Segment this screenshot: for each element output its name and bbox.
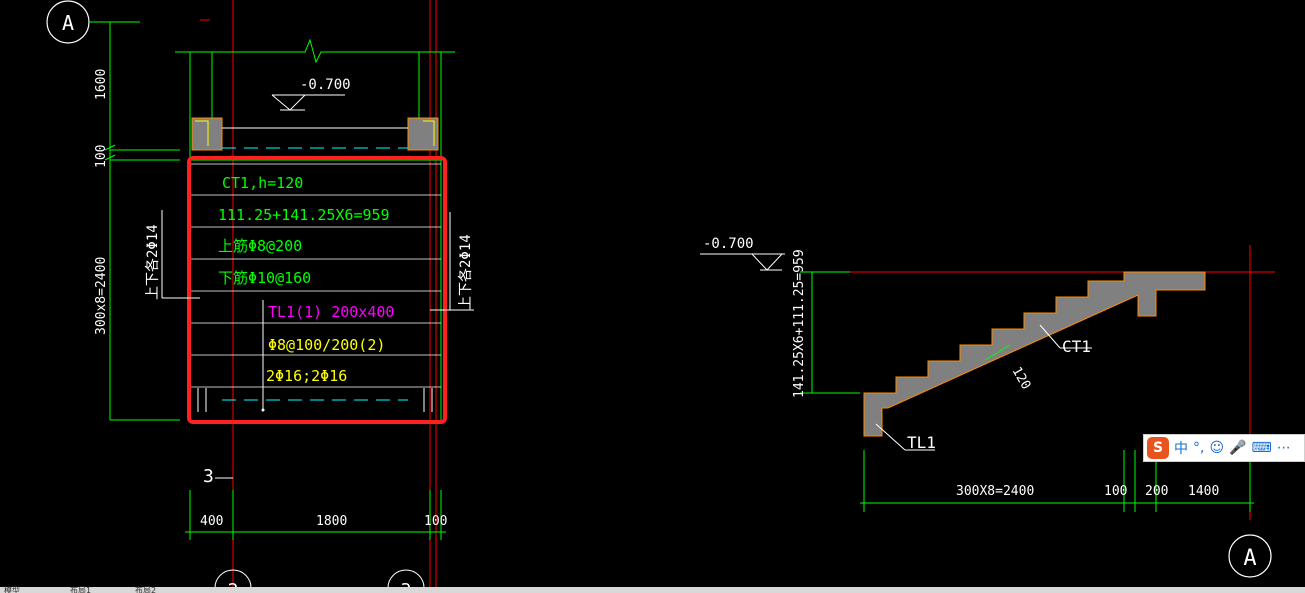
stair-number: 3 — [203, 466, 214, 487]
section-dim-a: 100 — [1104, 484, 1127, 499]
dim-bottom-left: 400 — [200, 514, 223, 529]
break-line — [175, 38, 455, 64]
dim-top: 1600 — [94, 69, 109, 100]
svg-text:A: A — [62, 11, 74, 35]
callout-line2: 111.25+141.25X6=959 — [218, 206, 390, 224]
ime-toolbar[interactable]: S 中 °, ☺ 🎤 ⌨ ⋯ — [1143, 434, 1305, 462]
thickness-dim-line — [984, 344, 1011, 361]
tab-model[interactable]: 模型 — [4, 586, 20, 593]
ime-keyboard-icon[interactable]: ⌨ — [1251, 440, 1272, 456]
leader-dot — [261, 408, 265, 412]
svg-text:上下各2Φ14: 上下各2Φ14 — [458, 234, 474, 310]
ime-logo-icon[interactable]: S — [1147, 437, 1169, 459]
section-dim-b: 200 — [1145, 484, 1168, 499]
section-label-tl: TL1 — [907, 433, 936, 452]
ime-mode-button[interactable]: 中 — [1174, 441, 1188, 457]
section-vertical-dimension — [800, 271, 860, 394]
bottom-dimensions — [185, 490, 446, 540]
ime-punct-button[interactable]: °, — [1193, 440, 1205, 456]
column-left — [191, 117, 223, 151]
elevation-mark-plan: -0.700 — [271, 77, 351, 111]
column-right — [407, 117, 439, 151]
callout-line3: 上筋Φ8@200 — [218, 237, 302, 255]
svg-text:A: A — [1243, 546, 1256, 571]
dim-height: 300x8=2400 — [94, 257, 109, 335]
section-label-ct: CT1 — [1062, 337, 1091, 356]
svg-text:上下各2Φ14: 上下各2Φ14 — [145, 224, 161, 300]
selection-highlight[interactable] — [187, 156, 447, 424]
svg-text:3: 3 — [401, 580, 412, 593]
dim-bottom-mid: 1800 — [316, 514, 347, 529]
callout-line1: CT1,h=120 — [222, 174, 303, 192]
section-dim-run: 300X8=2400 — [956, 484, 1034, 499]
callout-beam-rebar: 2Φ16;2Φ16 — [266, 367, 347, 385]
stair-treads — [190, 163, 441, 388]
rebar-annotation-left: 上下各2Φ14 — [145, 210, 200, 300]
layout-tabs-strip: 模型 布局1 布局2 — [0, 586, 1305, 593]
section-axis-bubble-a: A — [1228, 534, 1272, 578]
section-dim-vertical: 141.25X6+111.25=959 — [792, 249, 807, 398]
axis-bubble-a-top: A — [46, 0, 90, 44]
tab-layout1[interactable]: 布局1 — [70, 586, 92, 593]
rebar-annotation-right: 上下各2Φ14 — [430, 212, 474, 311]
section-bottom-dimension — [860, 450, 1254, 512]
section-dim-c: 1400 — [1188, 484, 1219, 499]
wall-lines — [104, 22, 442, 421]
callout-line4: 下筋Φ10@160 — [218, 269, 311, 287]
stair-section-hatch — [863, 271, 1206, 437]
svg-text:-0.700: -0.700 — [703, 236, 754, 252]
ct-leader — [1039, 324, 1061, 349]
tl-leader — [875, 423, 906, 451]
callout-beam: TL1(1) 200x400 — [268, 303, 394, 321]
ime-mic-icon[interactable]: 🎤 — [1229, 440, 1247, 456]
ime-emoji-icon[interactable]: ☺ — [1209, 440, 1225, 456]
tab-layout2[interactable]: 布局2 — [135, 586, 157, 593]
section-slab-thickness: 120 — [1009, 365, 1034, 393]
dim-bottom-right: 100 — [424, 514, 447, 529]
ime-more-icon[interactable]: ⋯ — [1276, 440, 1291, 456]
svg-text:-0.700: -0.700 — [300, 77, 351, 93]
svg-text:2: 2 — [228, 580, 239, 593]
callout-stirrup: Φ8@100/200(2) — [268, 336, 385, 354]
dim-mid: 100 — [94, 145, 109, 168]
elevation-mark-section: -0.700 — [700, 236, 785, 271]
